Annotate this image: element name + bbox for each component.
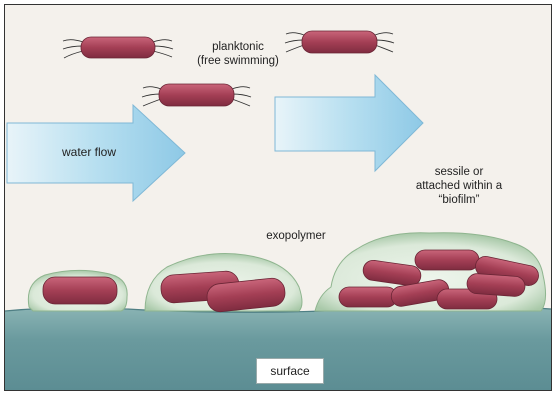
planktonic-text: planktonic — [183, 40, 293, 54]
water-flow-label: water flow — [39, 145, 139, 159]
sessile-label: sessile or attached within a “biofilm” — [399, 165, 519, 207]
sessile-line-1: sessile or — [399, 165, 519, 179]
diagram-frame: planktonic (free swimming) water flow se… — [4, 4, 552, 391]
planktonic-bacterium-3 — [159, 84, 234, 106]
sessile-line-2: attached within a — [399, 179, 519, 193]
sessile-bacterium — [43, 277, 117, 304]
sessile-line-3: “biofilm” — [399, 193, 519, 207]
free-swimming-text: (free swimming) — [183, 54, 293, 68]
sessile-bacterium — [339, 287, 397, 307]
sessile-bacterium — [466, 273, 525, 297]
surface-label: surface — [256, 358, 324, 384]
water-flow-arrow-right-icon — [275, 75, 423, 171]
exopolymer-label: exopolymer — [251, 229, 341, 243]
sessile-bacterium — [415, 250, 479, 270]
planktonic-label: planktonic (free swimming) — [183, 40, 293, 68]
planktonic-bacterium-1 — [81, 37, 155, 58]
planktonic-bacterium-2 — [302, 31, 377, 53]
